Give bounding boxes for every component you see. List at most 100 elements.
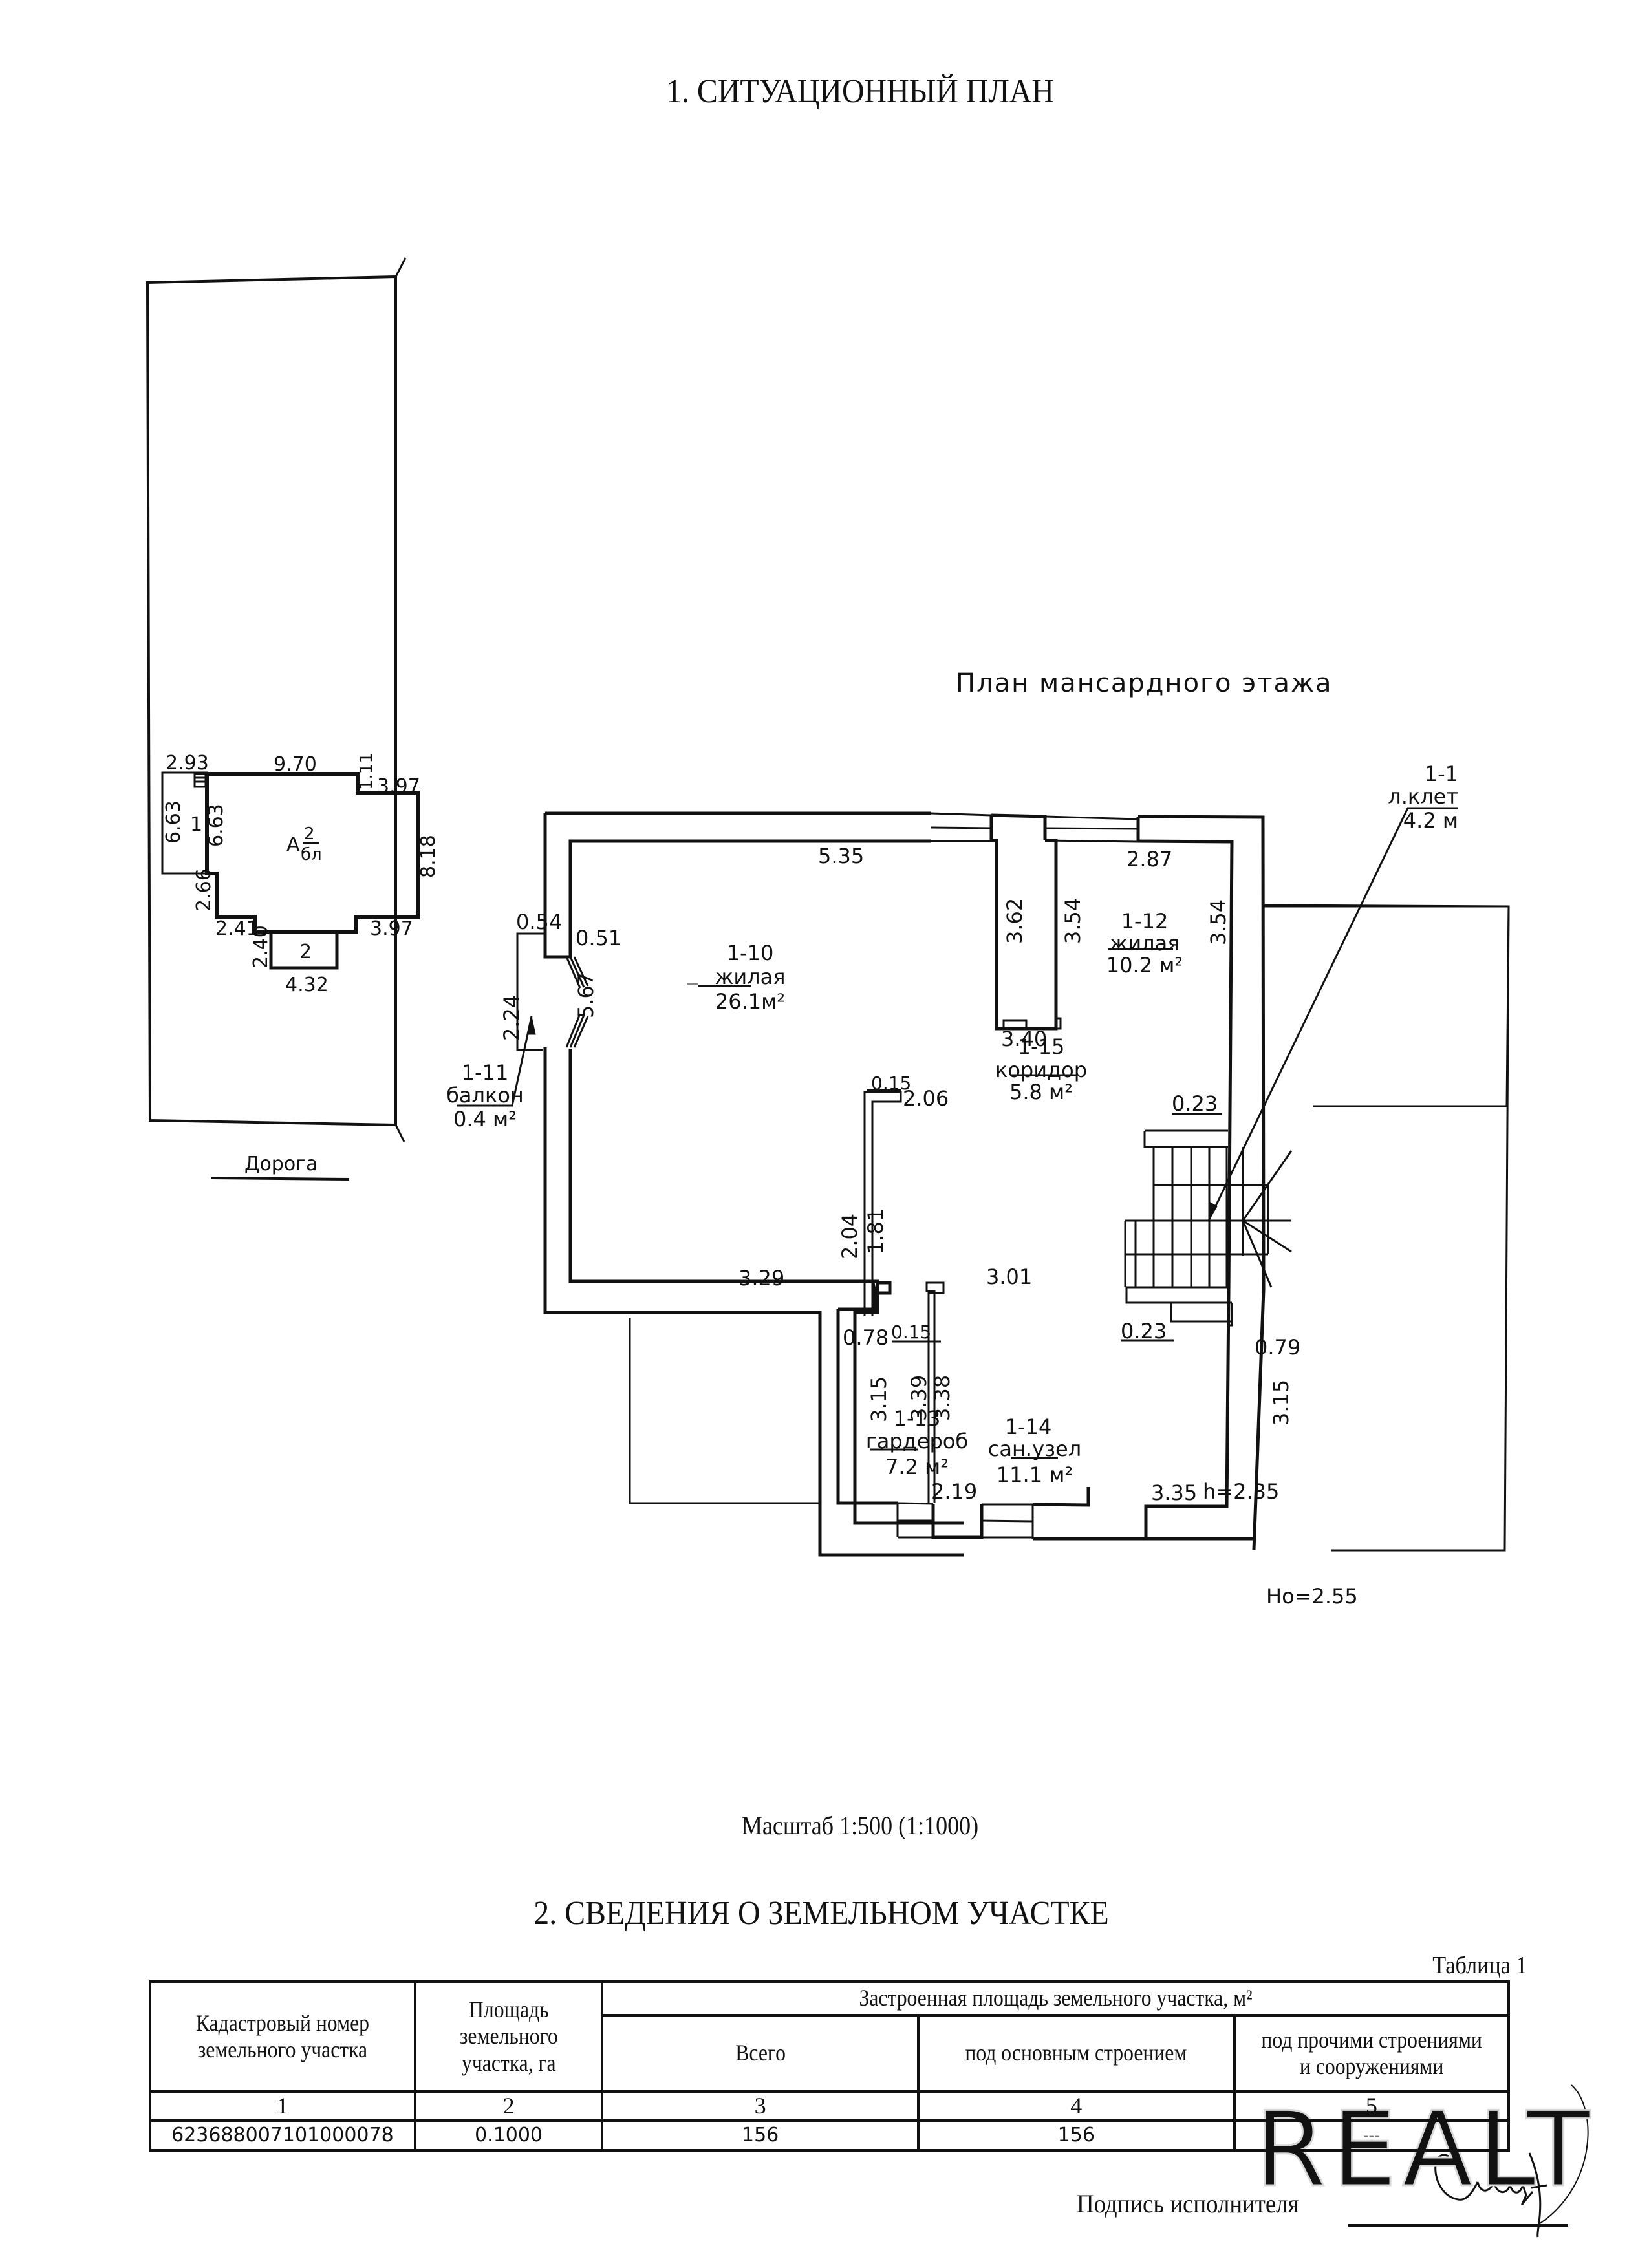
dim-3-62: 3.62	[1002, 898, 1027, 944]
window-top-1	[931, 812, 992, 842]
table-caption: Таблица 1	[1432, 1952, 1527, 1979]
land-plot-table: Кадастровый номер земельного участка Пло…	[149, 1980, 1511, 2152]
dim-3-01: 3.01	[986, 1265, 1032, 1289]
header-area: Площадь земельного участка, га	[413, 1980, 604, 2093]
dim-left-lower: 2.66	[193, 868, 215, 912]
room-1-15-type: коридор	[995, 1058, 1087, 1082]
col-num: 1	[149, 2090, 416, 2123]
dim-5-67: 5.67	[574, 972, 598, 1018]
bottom-pier	[931, 1504, 984, 1539]
cell-main-building: 156	[916, 2119, 1236, 2152]
cell-total: 156	[601, 2119, 920, 2152]
header-built-area: Застроенная площадь земельного участка, …	[601, 1980, 1510, 2017]
dim-right-bottom: 3.97	[370, 917, 413, 940]
plot-corner-tick	[394, 257, 407, 277]
plot-boundary	[146, 275, 397, 1127]
room-1-14-id: 1-14	[1005, 1415, 1052, 1439]
dim-3-54-b: 3.54	[1206, 899, 1231, 945]
scale-label: Масштаб 1:500 (1:1000)	[741, 1811, 979, 1840]
stair-leader	[1207, 807, 1458, 1221]
balcony-outline	[516, 932, 545, 1051]
header-total: Всего	[601, 2014, 920, 2093]
outer-wall-left-lower	[543, 1047, 964, 1557]
plot-corner-tick	[394, 1124, 405, 1142]
dim-right-side: 8.18	[417, 835, 440, 878]
road-underline	[211, 1177, 350, 1181]
dim-0-15-b: 0.15	[891, 1321, 931, 1343]
floor-plan-title: План мансардного этажа	[956, 669, 1333, 698]
adjacent-outlines	[629, 904, 1510, 1552]
col-num: 4	[916, 2090, 1236, 2123]
porch-2-outline	[269, 930, 339, 970]
outer-wall-right	[1136, 815, 1266, 1550]
balcony-leader	[457, 1016, 533, 1107]
dim-1-81: 1.81	[863, 1208, 888, 1254]
dim-step-top: 1.11	[357, 753, 376, 790]
partition-stub	[1002, 1017, 1062, 1030]
dim-0-79: 0.79	[1255, 1335, 1300, 1360]
window-bottom-2	[981, 1503, 1034, 1539]
dim-main-top: 9.70	[274, 753, 317, 776]
signature-label: Подпись исполнителя	[1077, 2189, 1299, 2218]
room-1-1x-id: 1-1	[1425, 762, 1458, 786]
dim-5-35: 5.35	[818, 844, 864, 868]
dim-2-19: 2.19	[931, 1479, 977, 1504]
site-plan	[146, 257, 420, 1181]
partition-1-13-1-14	[925, 1281, 945, 1503]
col-num: 5	[1233, 2090, 1511, 2123]
header-cadastral: Кадастровый номер земельного участка	[149, 1980, 416, 2093]
dim-3-40: 3.40	[1001, 1027, 1047, 1051]
dim-3-35: 3.35	[1151, 1481, 1197, 1505]
cell-cadastral: 623688007101000078	[149, 2119, 416, 2152]
dim-2-24: 2.24	[499, 995, 524, 1041]
building-material: бл	[301, 845, 322, 864]
header-other-buildings: под прочими строениями и сооружениями	[1233, 2014, 1511, 2093]
dim-annex1-top: 2.93	[166, 752, 209, 775]
dim-3-15-a: 3.15	[867, 1376, 891, 1422]
dim-main-left: 6.63	[205, 804, 228, 847]
bottom-right-wall	[1032, 1487, 1254, 1541]
signature-line	[1348, 2224, 1568, 2227]
cell-area: 0.1000	[413, 2119, 604, 2152]
balcony-door	[565, 956, 589, 1048]
annex-1-label: 1	[190, 813, 202, 836]
dim-porch-bottom: 4.32	[285, 974, 329, 996]
section-1-title: 1. СИТУАЦИОННЫЙ ПЛАН	[666, 73, 1054, 110]
room-1-10-area: 26.1м²	[715, 989, 785, 1014]
col-num: 2	[413, 2090, 604, 2123]
dim-annex1-left: 6.63	[162, 800, 185, 844]
dim-h: h=2.35	[1203, 1479, 1279, 1504]
room-1-13-walls	[836, 1281, 898, 1505]
dim-3-39: 3.39	[907, 1375, 931, 1421]
room-1-15-area: 5.8 м²	[1009, 1080, 1073, 1104]
table-row: 623688007101000078 0.1000 156 156 ---	[149, 2119, 1511, 2152]
header-main-building: под основным строением	[916, 2014, 1236, 2093]
dim-3-29: 3.29	[738, 1266, 784, 1290]
stair-landing	[1125, 1129, 1233, 1327]
window-bottom-1	[896, 1502, 934, 1539]
partition-wall	[863, 1091, 902, 1316]
staircase-icon	[1124, 1147, 1293, 1288]
annex-2-label: 2	[299, 941, 312, 963]
dim-2-04: 2.04	[837, 1214, 862, 1259]
room-1-1x-area: 4.2 м	[1403, 808, 1458, 833]
room-1-13-id: 1-13	[894, 1406, 941, 1431]
dim-0-54: 0.54	[516, 910, 562, 934]
room-1-1x-type: л.клет	[1388, 784, 1458, 809]
leader-underlines	[867, 807, 1458, 1343]
dim-porch-side: 2.40	[250, 925, 272, 968]
cell-other-buildings: ---	[1233, 2119, 1511, 2152]
room-1-11-type: балкон	[446, 1083, 524, 1107]
entrance-steps-icon	[193, 773, 207, 788]
dim-bottom-left: 2.41	[215, 917, 259, 940]
floor-plan-labels: 1-10 жилая 26.1м² 1-11 балкон 0.4 м² 1-1…	[446, 762, 1458, 1609]
section-2-title: 2. СВЕДЕНИЯ О ЗЕМЕЛЬНОМ УЧАСТКЕ	[534, 1895, 1109, 1932]
building-floors: 2	[304, 824, 315, 844]
room-1-14-area: 11.1 м²	[997, 1462, 1073, 1487]
window-top-2	[1044, 815, 1139, 843]
room-1-11-area: 0.4 м²	[453, 1107, 517, 1131]
dim-0-78: 0.78	[843, 1325, 889, 1350]
room-1-13-area: 7.2 м²	[885, 1455, 949, 1479]
seal-arc	[1538, 2084, 1589, 2225]
dim-3-15-b: 3.15	[1269, 1380, 1293, 1426]
